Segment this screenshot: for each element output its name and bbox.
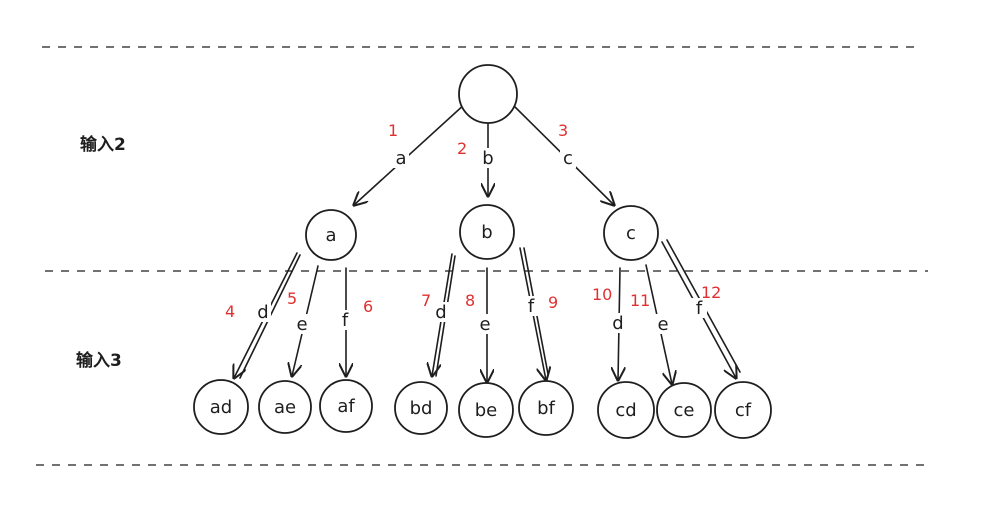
node-cf-label: cf: [735, 400, 752, 421]
step-numbers: 1 2 3 4 5 6 7 8 9 10 11 12: [225, 121, 721, 321]
node-ad: [193, 379, 249, 435]
node-be-label: be: [475, 400, 498, 421]
node-a: [305, 209, 357, 261]
node-bd-label: bd: [410, 398, 433, 419]
step-number-4: 4: [225, 302, 235, 321]
step-number-9: 9: [548, 293, 558, 312]
root-node: [458, 64, 518, 124]
edges-c: [618, 239, 741, 384]
step-number-7: 7: [421, 291, 431, 310]
edge-label-10: d: [612, 313, 623, 334]
edge-labels: a b c d e f d e f d e f: [255, 148, 707, 335]
node-be: [458, 382, 514, 438]
node-b-label: b: [481, 222, 492, 243]
edge-label-11: e: [657, 314, 668, 335]
node-bd: [394, 381, 448, 435]
edge-label-7: d: [435, 302, 446, 323]
step-number-1: 1: [388, 121, 398, 140]
node-b: [459, 204, 515, 260]
edge-label-2: b: [482, 148, 493, 169]
step-number-10: 10: [592, 285, 612, 304]
node-af-label: af: [337, 396, 355, 417]
node-af: [319, 379, 373, 433]
edge-label-12: f: [696, 298, 703, 319]
node-ae-label: ae: [274, 397, 296, 418]
level1-nodes: a b c: [305, 204, 659, 261]
level-label-input2: 输入2: [80, 134, 126, 155]
step-number-12: 12: [701, 283, 721, 302]
node-c-label: c: [626, 223, 636, 244]
edges-a: [234, 252, 346, 378]
edge-label-3: c: [563, 148, 573, 169]
node-bf-label: bf: [537, 398, 555, 419]
edge-label-4: d: [257, 302, 268, 323]
step-number-3: 3: [558, 121, 568, 140]
node-cf: [714, 381, 772, 439]
edge-label-1: a: [395, 148, 406, 169]
step-number-5: 5: [287, 289, 297, 308]
node-ce-label: ce: [674, 400, 695, 421]
level-label-input3: 输入3: [76, 350, 122, 371]
step-number-6: 6: [363, 297, 373, 316]
node-ae: [258, 380, 312, 434]
node-a-label: a: [325, 225, 336, 246]
node-c: [603, 205, 659, 261]
level2-nodes: ad ae af bd be bf cd ce cf: [193, 379, 772, 439]
node-ad-label: ad: [210, 397, 232, 418]
edge-label-6: f: [342, 310, 349, 331]
step-number-11: 11: [630, 291, 650, 310]
node-cd: [597, 381, 655, 439]
node-ce: [656, 382, 712, 438]
node-bf: [518, 380, 574, 436]
edge-label-5: e: [296, 314, 307, 335]
step-number-8: 8: [465, 291, 475, 310]
step-number-2: 2: [457, 139, 467, 158]
node-cd-label: cd: [615, 400, 636, 421]
edge-label-9: f: [528, 296, 535, 317]
edge-1: [354, 102, 467, 205]
edge-label-8: e: [479, 314, 490, 335]
